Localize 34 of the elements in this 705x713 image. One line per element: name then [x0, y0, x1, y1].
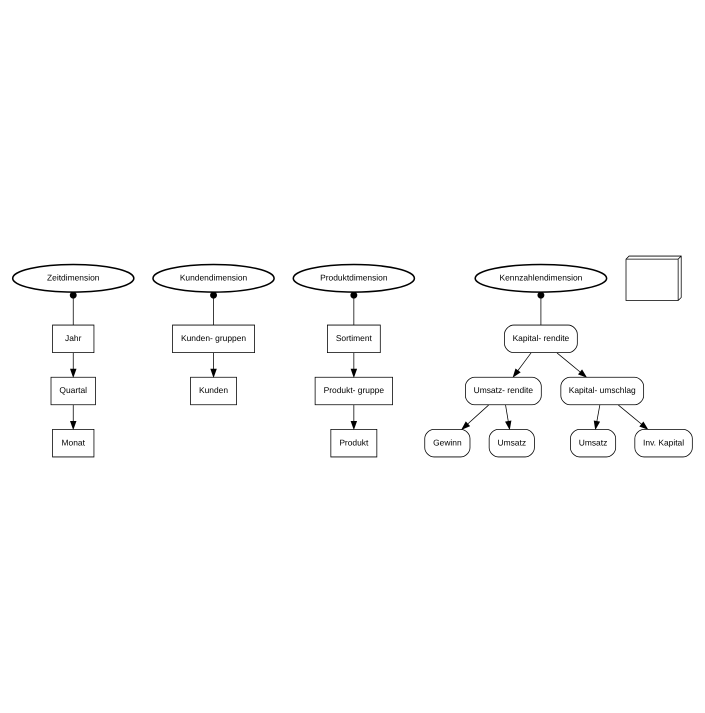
node-box: Kapital- umschlag — [560, 376, 644, 406]
node-box: Kunden- gruppen — [172, 324, 255, 354]
arrow — [350, 352, 358, 378]
node-box: Gewinn — [424, 428, 470, 458]
node-box: Produkt — [330, 428, 378, 458]
node-box: Produkt- gruppe — [314, 376, 393, 406]
arrow — [461, 404, 490, 430]
arrow — [556, 352, 588, 378]
node-box: Umsatz — [488, 428, 535, 458]
arrow — [70, 404, 76, 430]
arrow — [512, 352, 532, 378]
arrow — [505, 404, 512, 430]
connector — [210, 292, 217, 326]
arrow — [70, 352, 76, 378]
connector — [350, 292, 358, 326]
arrow — [210, 352, 217, 378]
node-box: Kunden — [190, 376, 237, 406]
node-box: Sortiment — [327, 324, 381, 354]
node-ellipse: Produktdimension — [292, 264, 416, 293]
arrow — [618, 404, 648, 430]
node-box: Inv. Kapital — [634, 428, 693, 458]
node-box: Kapital- rendite — [504, 324, 578, 354]
node-box: Monat — [52, 428, 94, 458]
connector — [537, 292, 544, 326]
connector — [70, 292, 77, 326]
arrow — [594, 404, 600, 430]
node-ellipse: Kundendimension — [152, 264, 275, 293]
arrow — [350, 404, 358, 430]
node-ellipse: Zeitdimension — [12, 264, 135, 293]
node-ellipse: Kennzahlendimension — [474, 264, 608, 293]
node-box: Umsatz- rendite — [465, 376, 542, 406]
node-box: Umsatz — [570, 428, 616, 458]
node-box: Quartal — [50, 376, 96, 406]
node-box: Jahr — [52, 324, 94, 354]
